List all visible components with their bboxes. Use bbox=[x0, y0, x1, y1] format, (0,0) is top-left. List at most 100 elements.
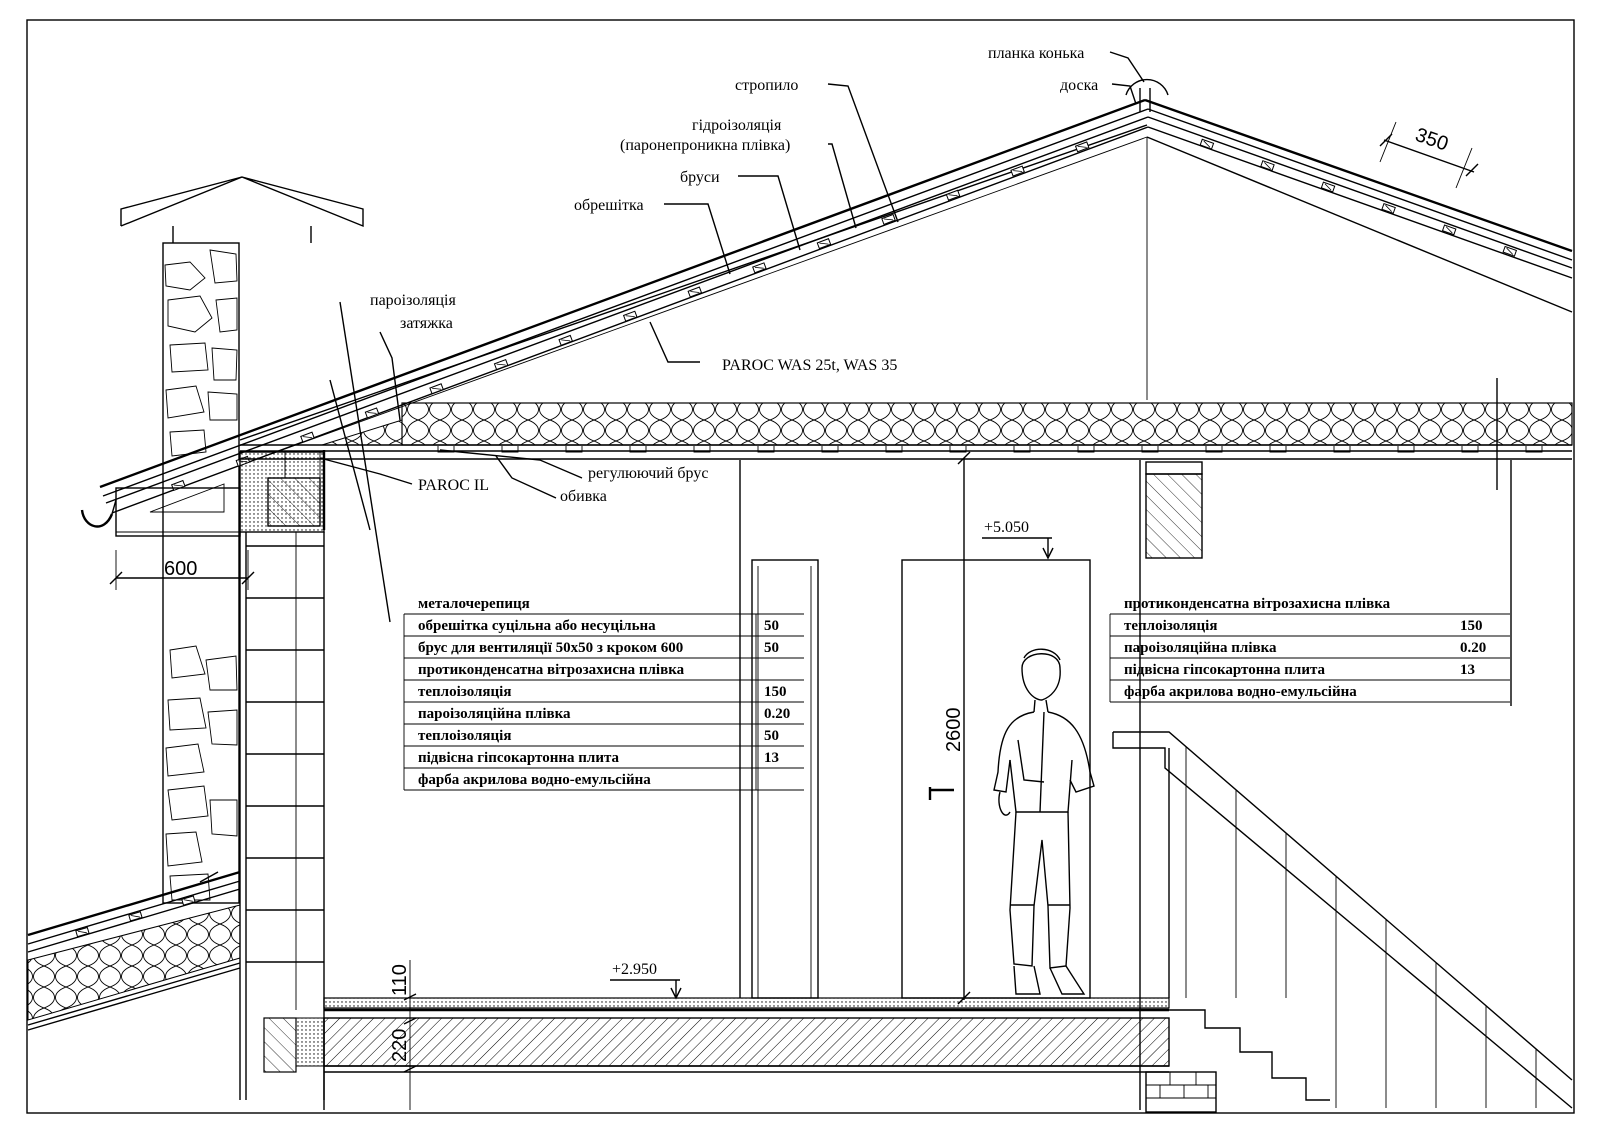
ridge-cap bbox=[1125, 78, 1169, 112]
annotations: планка конька доска стропило гідроізоляц… bbox=[370, 45, 1098, 505]
table-row-value: 50 bbox=[764, 640, 779, 656]
table-row-value: 150 bbox=[1460, 618, 1483, 634]
ceiling-hangers bbox=[437, 446, 1543, 453]
ceiling-hanger bbox=[501, 446, 519, 453]
batten bbox=[1320, 181, 1336, 193]
table-row-value: 13 bbox=[764, 750, 779, 766]
batten bbox=[300, 431, 315, 443]
ceiling-hanger bbox=[821, 446, 839, 453]
table-row-name: підвісна гіпсокартонна плита bbox=[418, 750, 620, 766]
label-adjusting-bar: регулюючий брус bbox=[588, 465, 708, 482]
ceiling-hanger bbox=[949, 446, 967, 453]
batten bbox=[622, 310, 638, 322]
batten bbox=[1074, 141, 1090, 153]
table-row-name: теплоізоляція bbox=[418, 728, 511, 744]
ceiling-hanger bbox=[1269, 446, 1287, 453]
human-figure bbox=[993, 648, 1095, 995]
table-row-name: фарба акрилова водно-емульсійна bbox=[418, 772, 651, 788]
label-vapor-barrier: пароізоляція bbox=[370, 292, 456, 309]
batten bbox=[687, 286, 703, 298]
roof-right-slope bbox=[1144, 98, 1573, 313]
ceiling-hanger bbox=[1461, 446, 1479, 453]
floor-level-value: +2.950 bbox=[612, 961, 657, 978]
spacing-dimension: 350 bbox=[1379, 121, 1479, 189]
table-row-name: металочерепиця bbox=[418, 596, 530, 612]
ceiling-hanger bbox=[1013, 446, 1031, 453]
leader-lines bbox=[319, 51, 1145, 623]
table-row-name: пароізоляційна плівка bbox=[1124, 640, 1277, 656]
table-row-name: обрешітка суцільна або несуцільна bbox=[418, 618, 656, 634]
slab-thickness-value: 220 bbox=[389, 1029, 411, 1062]
table-row-value: 0.20 bbox=[764, 706, 790, 722]
spacing-value: 350 bbox=[1412, 124, 1451, 156]
table-row-name: фарба акрилова водно-емульсійна bbox=[1124, 684, 1357, 700]
label-paroc-il: PAROC IL bbox=[418, 477, 489, 494]
ceiling-insulation bbox=[240, 402, 1573, 460]
eave-box bbox=[80, 450, 326, 537]
table-row-value: 150 bbox=[764, 684, 787, 700]
room-height-dimension: 2600 bbox=[943, 451, 971, 1005]
batten bbox=[1199, 138, 1215, 150]
batten bbox=[364, 407, 380, 419]
roof-layers-table: металочерепиця обрешітка суцільна або нес… bbox=[403, 596, 804, 791]
label-board: доска bbox=[1060, 77, 1098, 94]
label-ridge-strip: планка конька bbox=[988, 45, 1084, 62]
overhang-dimension: 600 bbox=[109, 550, 255, 590]
label-waterproofing: гідроізоляція bbox=[692, 117, 782, 134]
ceiling-hanger bbox=[1525, 446, 1543, 453]
batten bbox=[429, 383, 444, 395]
overhang-value: 600 bbox=[164, 558, 197, 580]
label-tie-beam: затяжка bbox=[400, 315, 453, 332]
ceiling-hanger bbox=[629, 446, 647, 453]
ceiling-hanger bbox=[437, 446, 455, 453]
table-row-name: протиконденсатна вітрозахисна плівка bbox=[418, 662, 685, 678]
lower-roof bbox=[27, 870, 241, 1031]
chimney bbox=[120, 176, 364, 904]
roof-battens bbox=[75, 138, 1518, 938]
ceiling-hanger bbox=[565, 446, 583, 453]
table-row-name: підвісна гіпсокартонна плита bbox=[1124, 662, 1326, 678]
ceiling-layers-table: протиконденсатна вітрозахисна плівка тепл… bbox=[1109, 596, 1512, 703]
batten bbox=[493, 358, 509, 371]
ceiling-level-mark: +5.050 bbox=[982, 519, 1054, 560]
batten bbox=[881, 213, 896, 225]
table-row-name: протиконденсатна вітрозахисна плівка bbox=[1124, 596, 1391, 612]
eave-insulation bbox=[321, 419, 403, 446]
ceiling-hanger bbox=[885, 446, 903, 453]
drawing-frame bbox=[26, 19, 1575, 1114]
table-row-value: 0.20 bbox=[1460, 640, 1486, 656]
table-row-name: теплоізоляція bbox=[1124, 618, 1217, 634]
ceiling-hanger bbox=[1141, 446, 1159, 453]
table-row-name: пароізоляційна плівка bbox=[418, 706, 571, 722]
table-row-name: теплоізоляція bbox=[418, 684, 511, 700]
slab-dimensions: 110 220 bbox=[389, 960, 417, 1110]
ceiling-hanger bbox=[1333, 446, 1351, 453]
ceiling-level-value: +5.050 bbox=[984, 519, 1029, 536]
brick-wall bbox=[239, 532, 325, 1100]
ceiling-hanger bbox=[1397, 446, 1415, 453]
floor-thickness-value: 110 bbox=[389, 964, 411, 996]
batten bbox=[1441, 224, 1457, 236]
batten bbox=[816, 238, 832, 250]
batten bbox=[1010, 165, 1025, 177]
floor-level-mark: +2.950 bbox=[610, 961, 682, 1000]
room-height-value: 2600 bbox=[943, 708, 965, 753]
ceiling-hanger bbox=[1205, 446, 1223, 453]
table-row-value: 13 bbox=[1460, 662, 1475, 678]
label-lathing: обрешітка bbox=[574, 197, 644, 214]
interior-walls bbox=[739, 378, 1512, 1110]
batten bbox=[1260, 160, 1275, 172]
batten bbox=[752, 262, 767, 274]
table-row-name: брус для вентиляції 50х50 з кроком 600 bbox=[418, 640, 683, 656]
batten bbox=[1502, 245, 1518, 257]
stair bbox=[1112, 731, 1573, 1113]
label-cladding: обивка bbox=[560, 488, 607, 505]
table-row-value: 50 bbox=[764, 618, 779, 634]
ceiling-hanger bbox=[757, 446, 775, 453]
table-row-value: 50 bbox=[764, 728, 779, 744]
floor-slab bbox=[263, 997, 1170, 1110]
batten bbox=[1381, 202, 1396, 214]
label-battens: бруси bbox=[680, 169, 720, 186]
chimney-stones bbox=[164, 249, 238, 901]
